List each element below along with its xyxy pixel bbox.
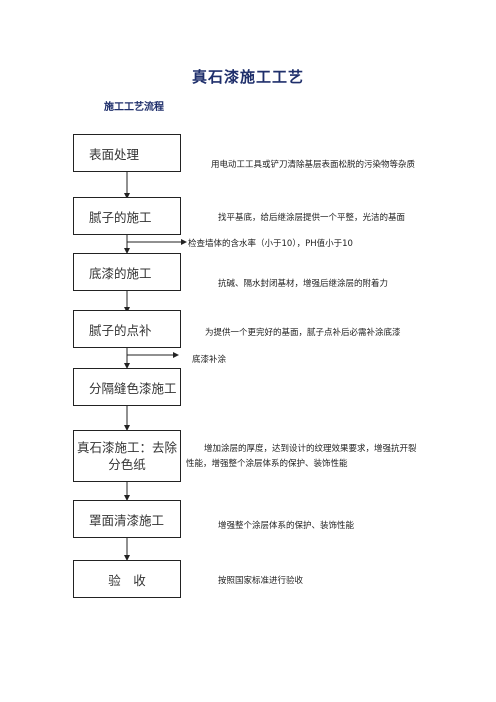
note-primer-application: 抗碱、隔水封闭基材，增强后继涂层的附着力 (218, 279, 389, 289)
step-acceptance: 验 收 (73, 560, 181, 598)
step-stone-paint: 真石漆施工：去除分色纸 (73, 430, 181, 482)
note-surface-treatment: 用电动工工具或铲刀清除基层表面松脱的污染物等杂质 (211, 160, 416, 170)
document-title: 真石漆施工工艺 (191, 68, 304, 86)
note-clear-topcoat: 增强整个涂层体系的保护、装饰性能 (218, 521, 355, 531)
step-clear-topcoat: 罩面清漆施工 (73, 500, 181, 538)
step-primer-application: 底漆的施工 (73, 253, 181, 291)
step-putty-application: 腻子的施工 (73, 197, 181, 235)
note-stone-paint: 增加涂层的厚度，达到设计的纹理效果要求，增强抗开裂性能，增强整个涂层体系的保护、… (186, 444, 417, 469)
step-putty-spot-repair: 腻子的点补 (73, 310, 181, 348)
branch-primer-touchup: 底漆补涂 (192, 355, 227, 365)
note-putty-application: 找平基底，给后继涂层提供一个平整，光洁的基面 (218, 213, 406, 223)
step-surface-treatment: 表面处理 (73, 134, 181, 172)
branch-moisture-check: 检查墙体的含水率（小于10），PH值小于10 (188, 239, 353, 249)
section-subtitle: 施工工艺流程 (104, 102, 164, 113)
note-acceptance: 按照国家标准进行验收 (218, 576, 304, 586)
step-divider-seam-paint: 分隔缝色漆施工 (73, 368, 181, 406)
note-putty-spot-repair: 为提供一个更完好的基面，腻子点补后必需补涂底漆 (205, 328, 401, 338)
